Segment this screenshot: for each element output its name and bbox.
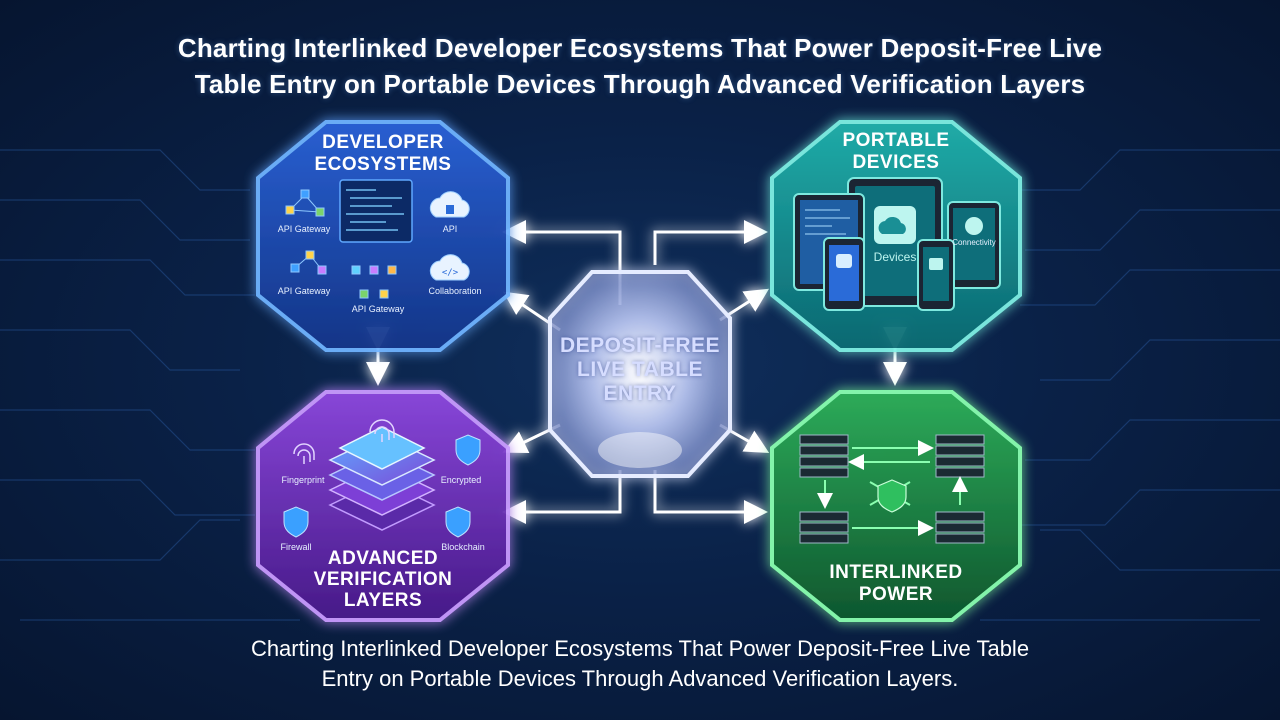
center-label: DEPOSIT-FREE LIVE TABLE ENTRY (540, 334, 740, 406)
page-title: Charting Interlinked Developer Ecosystem… (40, 30, 1240, 102)
fingerprint-icon (293, 443, 315, 464)
network-nodes-icon (285, 189, 397, 299)
circuit-traces (0, 149, 1280, 621)
center-node (548, 270, 732, 478)
collaboration-label: Collaboration (428, 286, 482, 296)
verification-label-line-2: VERIFICATION (313, 569, 453, 590)
power-label-line-1: INTERLINKED (829, 562, 963, 583)
center-label-line-3: ENTRY (603, 382, 677, 405)
encrypted-label: Encrypted (440, 475, 482, 485)
fingerprint-label: Fingerprint (281, 475, 325, 485)
firewall-label: Firewall (280, 542, 312, 552)
power-label: INTERLINKED POWER (796, 562, 996, 606)
power-label-line-2: POWER (858, 584, 934, 605)
api-gateway-label-2: API Gateway (277, 286, 331, 296)
verification-label-line-1: ADVANCED (327, 548, 439, 569)
title-line-1: Charting Interlinked Developer Ecosystem… (177, 33, 1103, 63)
connector-center-portable (653, 220, 768, 265)
caption: Charting Interlinked Developer Ecosystem… (40, 634, 1240, 694)
portable-label-line-2: DEVICES (852, 152, 940, 173)
verification-label: ADVANCED VERIFICATION LAYERS (283, 548, 483, 611)
connector-center-verification-bottom (502, 470, 622, 524)
interlinked-power-node (770, 390, 1022, 622)
developer-label-line-2: ECOSYSTEMS (314, 154, 452, 175)
verification-layers-node (256, 390, 510, 622)
caption-line-2: Entry on Portable Devices Through Advanc… (321, 666, 959, 691)
developer-label-line-1: DEVELOPER (322, 132, 444, 153)
portable-label: PORTABLE DEVICES (796, 130, 996, 174)
verification-label-line-3: LAYERS (343, 590, 423, 611)
caption-line-1: Charting Interlinked Developer Ecosystem… (250, 636, 1030, 661)
center-label-line-1: DEPOSIT-FREE (559, 334, 721, 357)
title-line-2: Table Entry on Portable Devices Through … (194, 69, 1086, 99)
portable-devices-node (770, 120, 1022, 352)
svg-text:</>: </> (442, 268, 459, 278)
phone-small-icon (917, 239, 955, 311)
center-label-line-2: LIVE TABLE (577, 358, 703, 381)
developer-ecosystems-node: </> (256, 120, 510, 352)
fingerprint-center-icon (369, 419, 395, 442)
api-gateway-label-1: API Gateway (277, 224, 331, 234)
api-gateway-label-3: API Gateway (351, 304, 405, 314)
code-panel (339, 179, 413, 243)
code-cloud-icon: </> (429, 254, 470, 281)
phone-icon (823, 237, 865, 311)
cloud-icon (429, 191, 470, 218)
connectivity-label: Connectivity (952, 238, 996, 247)
devices-label: Devices (873, 250, 917, 264)
shield-icon (283, 434, 481, 538)
server-icon (799, 434, 985, 544)
api-label: API (442, 224, 458, 234)
connector-center-power-bottom (653, 470, 768, 524)
developer-label: DEVELOPER ECOSYSTEMS (283, 132, 483, 176)
layer-stack-icon (328, 426, 436, 531)
power-shield-icon (877, 479, 907, 513)
blockchain-label: Blockchain (441, 542, 485, 552)
portable-label-line-1: PORTABLE (842, 130, 950, 151)
